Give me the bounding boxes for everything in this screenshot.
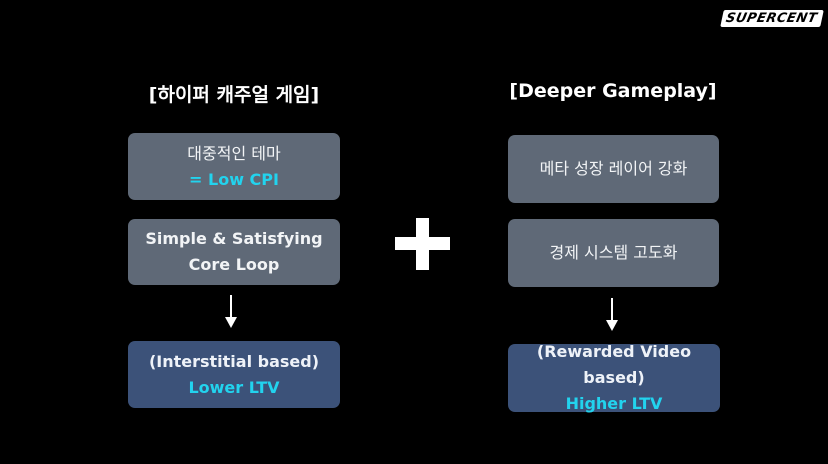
down-arrow-icon xyxy=(606,298,618,331)
lower-ltv-box-line2: Lower LTV xyxy=(188,377,280,397)
core-loop-box-line2: Core Loop xyxy=(188,255,280,274)
higher-ltv-box-line1: (Rewarded Video based) xyxy=(536,342,692,387)
plus-icon xyxy=(395,218,450,270)
lower-ltv-box: (Interstitial based) Lower LTV xyxy=(128,341,340,408)
core-loop-box: Simple & Satisfying Core Loop xyxy=(128,219,340,285)
economy-system-box: 경제 시스템 고도화 xyxy=(508,219,719,287)
right-column-title: [Deeper Gameplay] xyxy=(509,80,717,102)
meta-layer-box: 메타 성장 레이어 강화 xyxy=(508,135,719,203)
higher-ltv-box-line2: Higher LTV xyxy=(565,394,663,413)
meta-layer-box-line1: 메타 성장 레이어 강화 xyxy=(539,159,688,178)
low-cpi-box: 대중적인 테마 = Low CPI xyxy=(128,133,340,200)
left-column-title: [하이퍼 캐주얼 게임] xyxy=(148,84,320,106)
down-arrow-icon xyxy=(225,295,237,328)
higher-ltv-box: (Rewarded Video based) Higher LTV xyxy=(508,342,720,413)
lower-ltv-box-line1: (Interstitial based) xyxy=(148,351,320,371)
supercent-logo: SUPERCENT xyxy=(720,10,824,27)
economy-system-box-line1: 경제 시스템 고도화 xyxy=(549,243,678,262)
core-loop-box-line1: Simple & Satisfying xyxy=(145,229,323,248)
low-cpi-box-line2: = Low CPI xyxy=(189,169,279,189)
low-cpi-box-line1: 대중적인 테마 xyxy=(187,143,281,163)
